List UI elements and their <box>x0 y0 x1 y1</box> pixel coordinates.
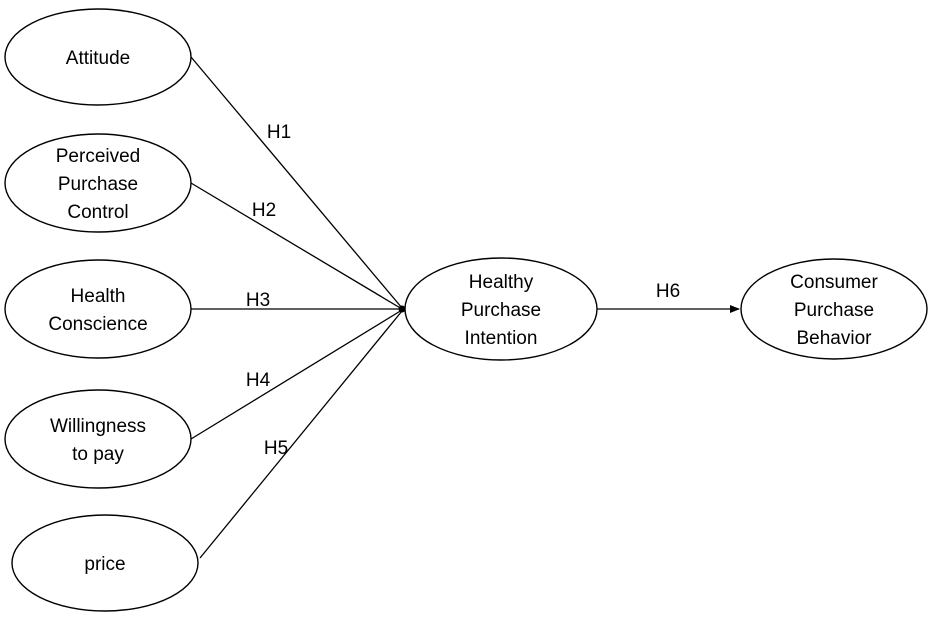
node-ellipse <box>11 514 199 612</box>
node-label-line: Behavior <box>797 328 873 349</box>
node-label-line: price <box>84 554 125 575</box>
node-ellipse <box>4 133 192 233</box>
edge-perceived-purchase-control-to-healthy-purchase-intention <box>190 182 403 310</box>
node-ellipse <box>4 389 192 489</box>
node-ellipse <box>4 8 192 106</box>
node-label-line: Healthy <box>469 272 534 293</box>
edge-label: H1 <box>267 122 291 143</box>
node-label-line: Conscience <box>48 314 147 335</box>
edge-willingness-to-pay-to-healthy-purchase-intention <box>190 309 403 440</box>
node-label-line: Purchase <box>58 174 138 195</box>
node-label-line: to pay <box>72 444 124 465</box>
node-label-line: Attitude <box>66 48 130 69</box>
node-ellipse <box>740 258 928 360</box>
node-label-line: Purchase <box>461 300 541 321</box>
node-label-line: Control <box>67 202 128 223</box>
node-label-line: Consumer <box>790 272 878 293</box>
convergence-point <box>398 305 406 313</box>
edge-label: H4 <box>246 370 271 391</box>
edge-label: H6 <box>656 281 680 302</box>
edge-attitude-to-healthy-purchase-intention <box>190 56 403 309</box>
edge-price-to-healthy-purchase-intention <box>199 310 403 559</box>
node-label-line: Perceived <box>56 146 141 167</box>
node-ellipse <box>4 259 192 359</box>
node-willingness-to-pay: Willingness to pay <box>4 389 192 489</box>
node-attitude: Attitude <box>4 8 192 106</box>
edge-label: H2 <box>252 200 276 221</box>
node-ellipse <box>404 257 598 361</box>
node-label-line: Purchase <box>794 300 874 321</box>
edge-label: H5 <box>264 438 288 459</box>
edge-label: H3 <box>246 290 270 311</box>
node-label-line: Health <box>71 286 126 307</box>
node-label-line: Intention <box>465 328 538 349</box>
node-label-line: Willingness <box>50 416 146 437</box>
node-price: price <box>11 514 199 612</box>
